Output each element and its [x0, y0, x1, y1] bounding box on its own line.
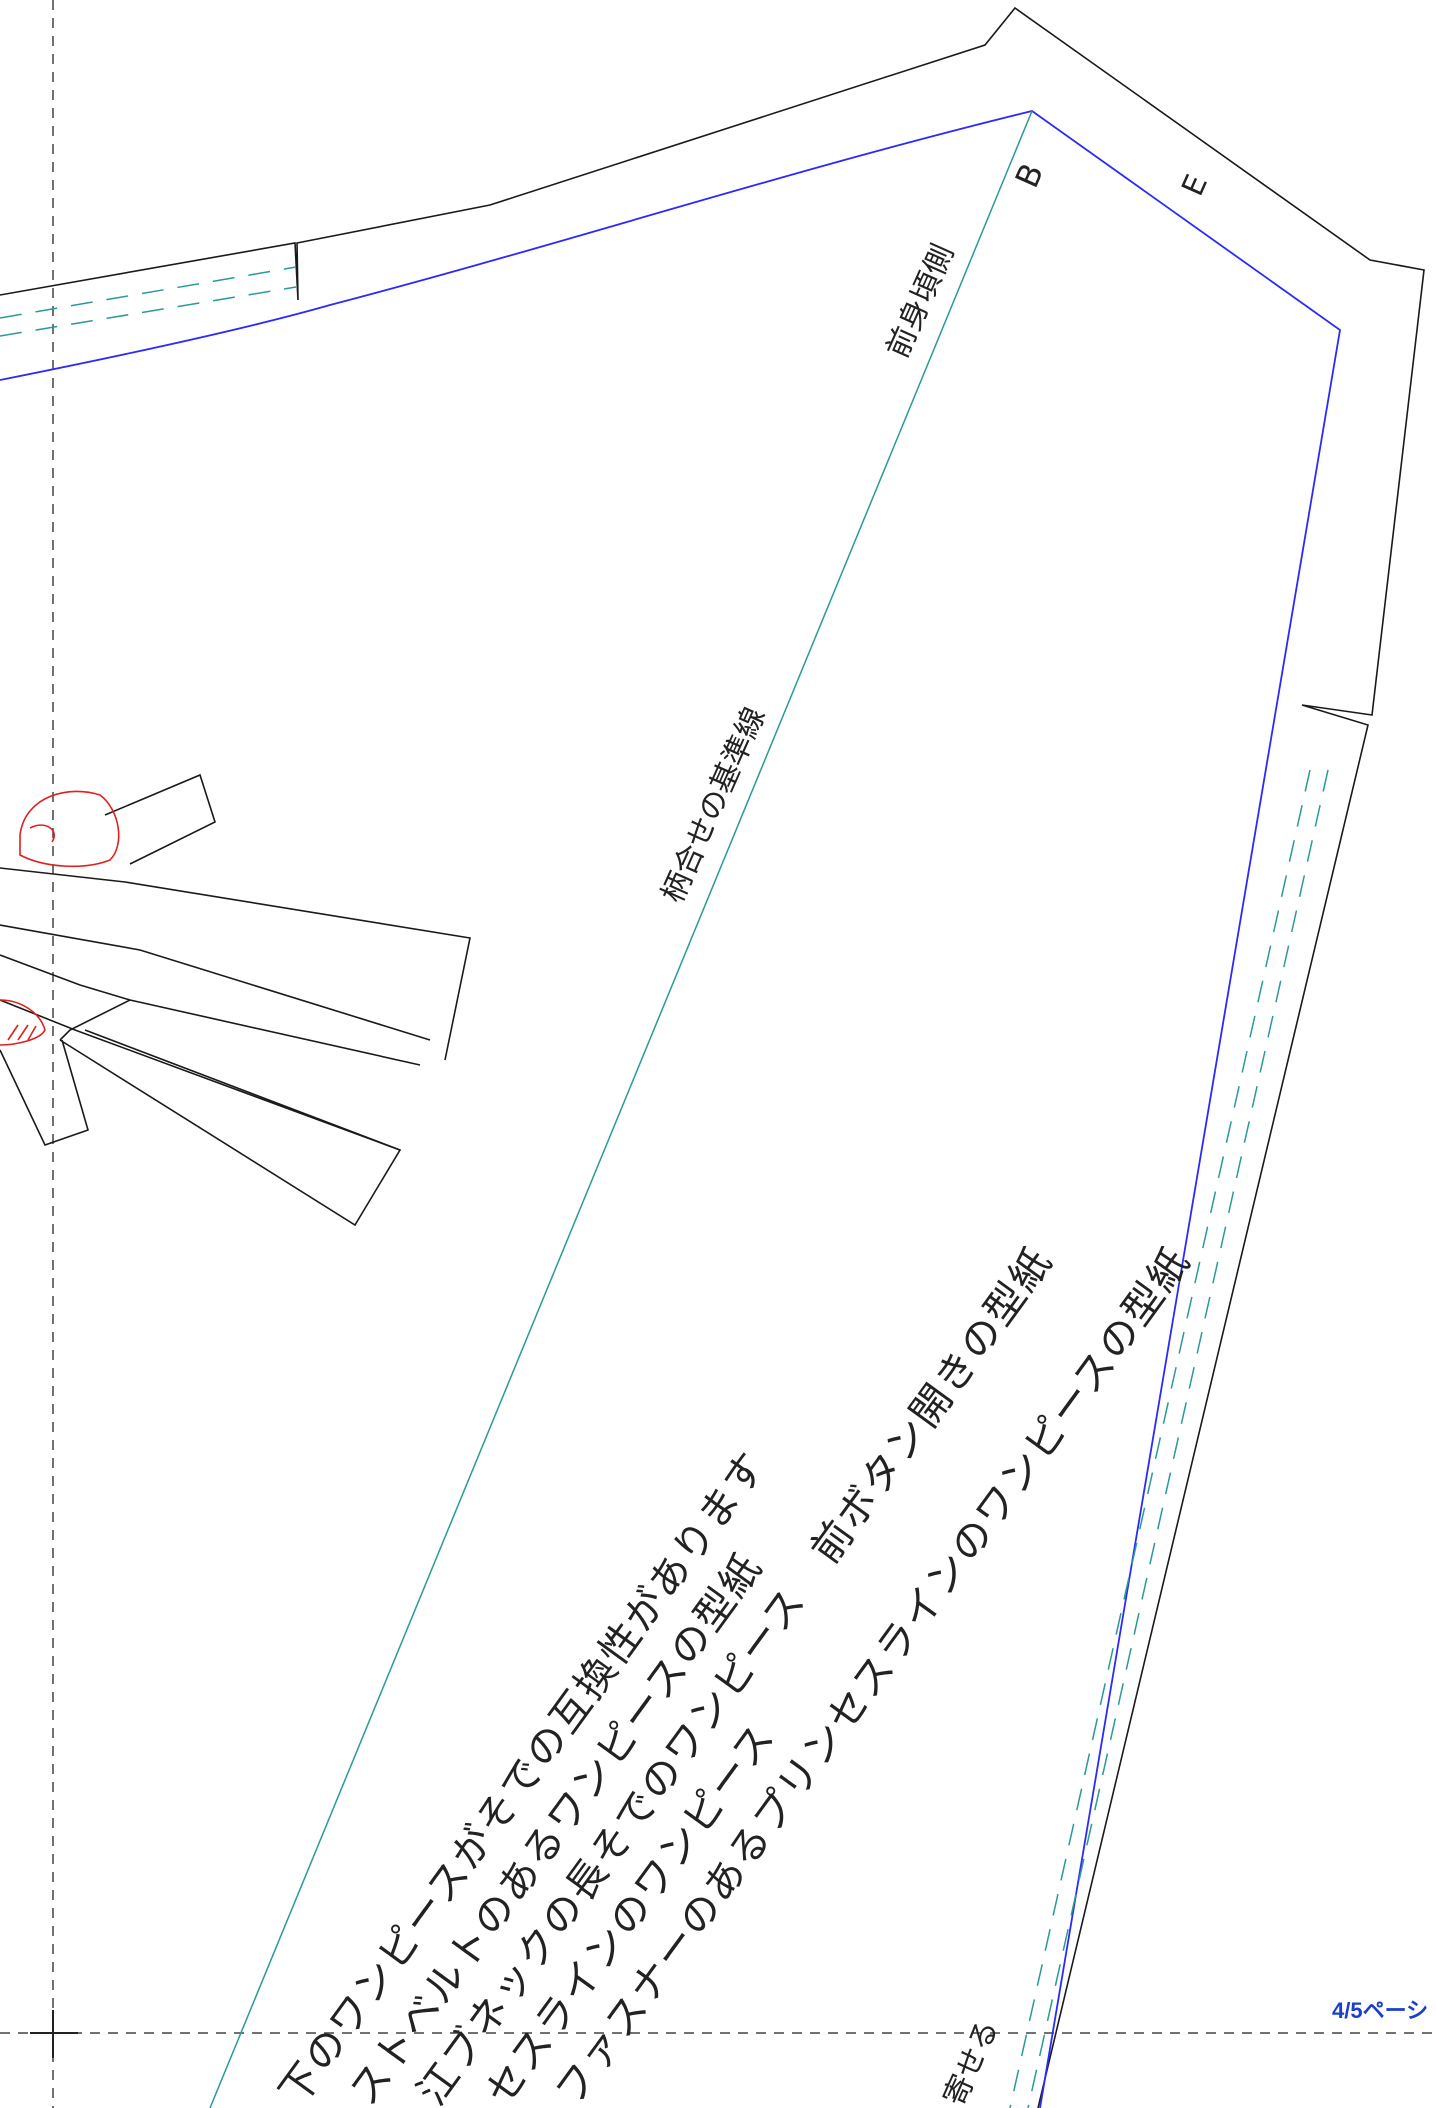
outer-cut-line — [0, 6, 1425, 2108]
mark-b: B — [1008, 158, 1052, 194]
registration-cross — [30, 2010, 78, 2058]
dress-illustration — [0, 773, 471, 1227]
grain-line-label: 柄合せの基準線 — [655, 702, 772, 908]
note-line-3: 江ブネックの長そでのワンピース 前ボタン開きの型紙 — [409, 1239, 1062, 2108]
neck-side-label: 前身頃側 — [880, 239, 961, 363]
seam-line — [0, 110, 1341, 2108]
mark-e: E — [1175, 170, 1215, 202]
page-number-label: 4/5ペーシ — [1332, 1998, 1429, 2023]
grain-line — [209, 110, 1033, 2108]
compatibility-notes: 下のワンピースがそでの互換性があります ストベルトのあるワンピースの型紙 江ブネ… — [271, 1239, 1200, 2108]
gather-label: 寄せる — [937, 2015, 1006, 2108]
stitch-lines — [0, 266, 1329, 2108]
